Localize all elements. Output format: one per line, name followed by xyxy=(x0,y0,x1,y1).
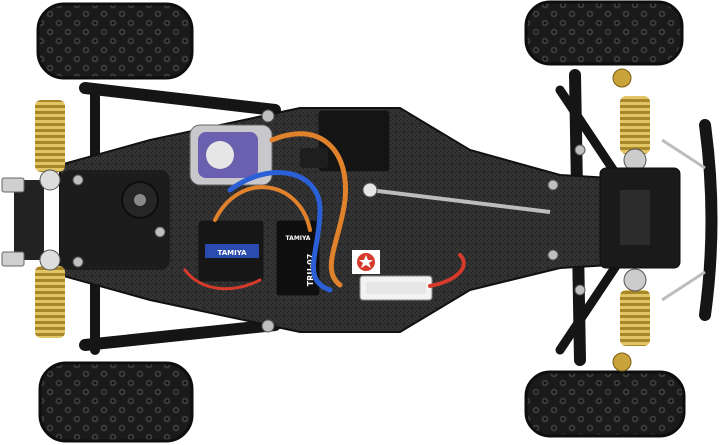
motor xyxy=(189,124,273,186)
tire-rear-left xyxy=(36,2,194,80)
tamiya-star-sticker xyxy=(352,250,380,274)
esc: TAMIYA xyxy=(197,219,265,283)
wires xyxy=(183,131,466,293)
front-shock-right xyxy=(620,268,650,346)
receiver-model-label: TRU-07 xyxy=(306,254,315,287)
rear-shock-left xyxy=(35,100,65,191)
tire-rear-right xyxy=(38,361,194,443)
rear-gearbox xyxy=(14,170,170,270)
bumper-wire xyxy=(661,138,706,302)
receiver: TAMIYA TRU-07 xyxy=(275,219,321,297)
steering-link xyxy=(369,188,551,214)
rear-shock-right xyxy=(35,249,65,338)
ball-joints xyxy=(612,68,632,372)
rear-axle-hubs xyxy=(1,177,25,267)
front-bulkhead xyxy=(599,167,681,269)
tire-front-right xyxy=(524,370,686,438)
esc-brand-label: TAMIYA xyxy=(217,249,247,257)
receiver-brand-label: TAMIYA xyxy=(286,235,311,242)
front-shock-left xyxy=(620,96,650,172)
front-bumper xyxy=(699,119,718,321)
tire-front-left xyxy=(524,0,684,66)
servo-horn xyxy=(362,182,378,198)
battery-connector xyxy=(359,275,433,301)
screws xyxy=(72,109,586,333)
